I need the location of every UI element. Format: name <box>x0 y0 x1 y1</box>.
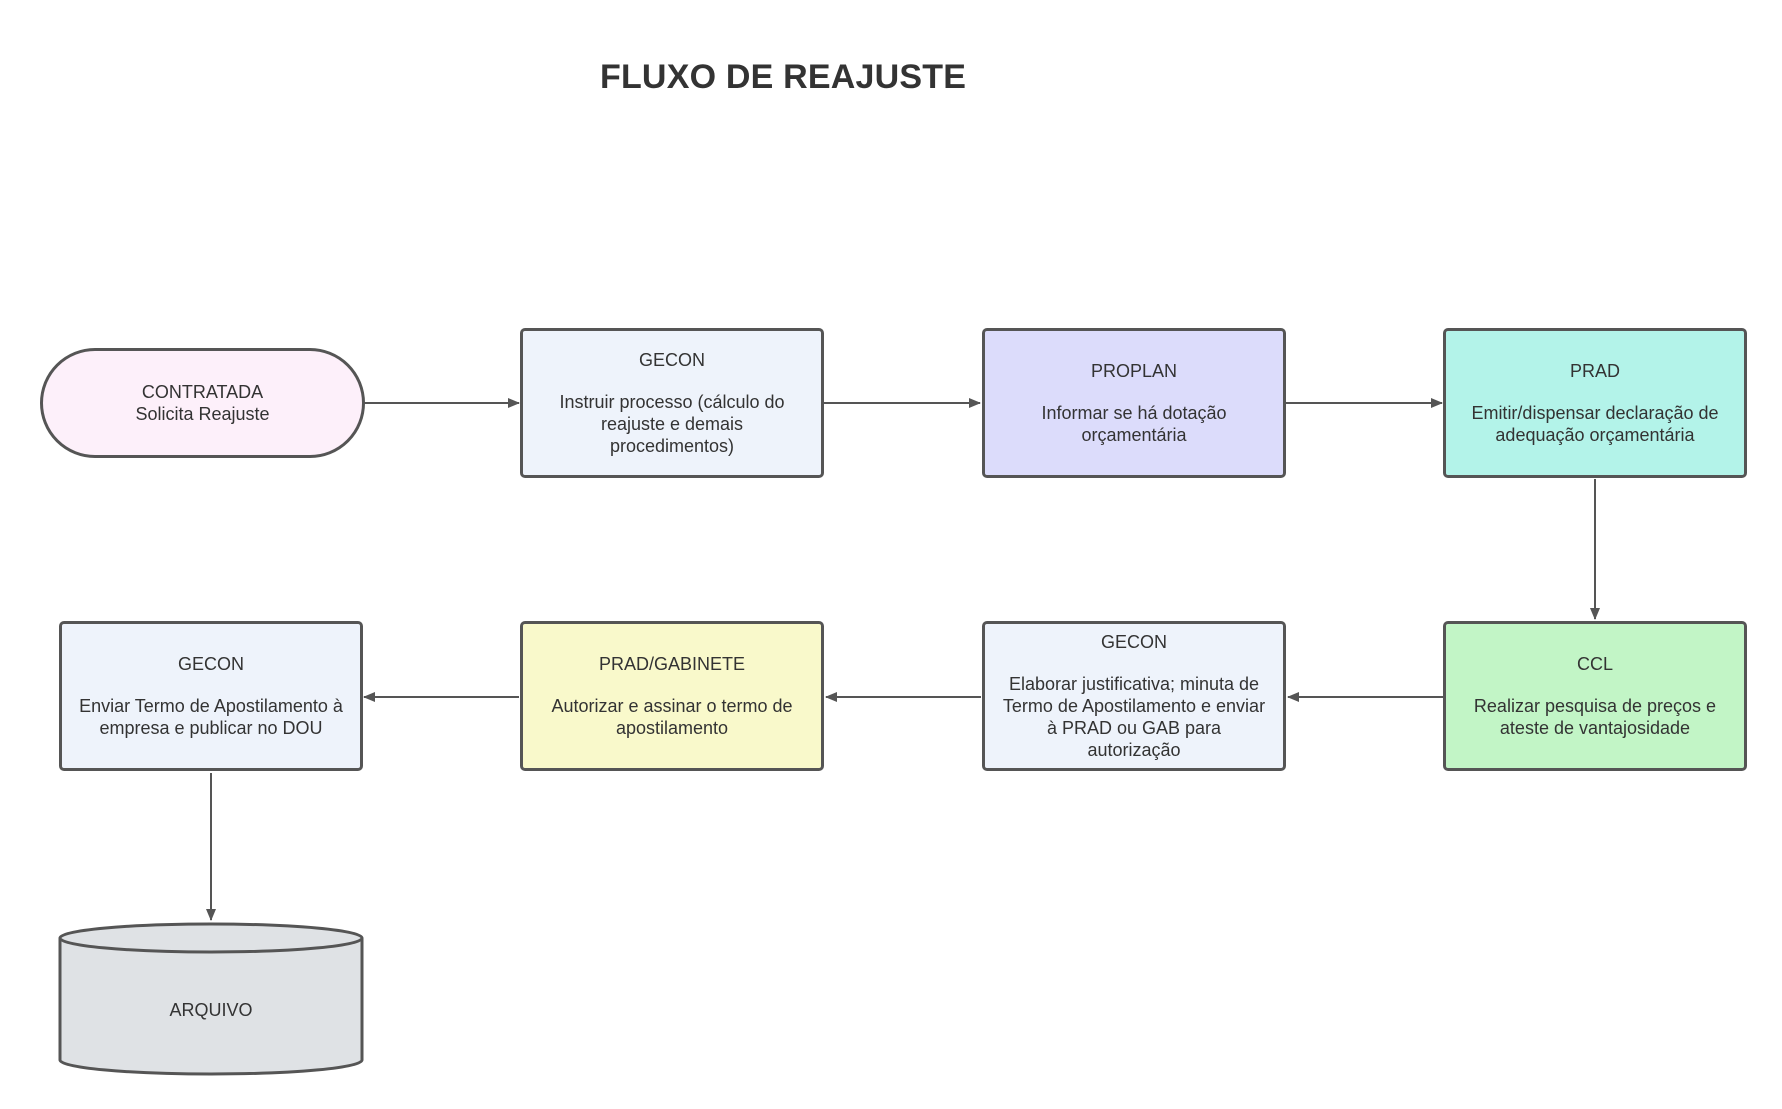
node-prad-head: PRAD <box>1569 361 1620 381</box>
node-gecon-elaborar-head: GECON <box>1100 632 1167 652</box>
node-proplan-body: Informar se há dotação orçamentária <box>1041 403 1227 445</box>
node-prad-body: Emitir/dispensar declaração de adequação… <box>1471 403 1719 445</box>
node-prad-gabinete-body: Autorizar e assinar o termo de apostilam… <box>551 696 793 738</box>
node-ccl-body: Realizar pesquisa de preços e ateste de … <box>1473 696 1717 738</box>
archive-label: ARQUIVO <box>169 1000 253 1020</box>
node-prad-gabinete: PRAD/GABINETE Autorizar e assinar o term… <box>520 621 824 771</box>
node-gecon-instruir: GECON Instruir processo (cálculo do reaj… <box>520 328 824 478</box>
diagram-title: FLUXO DE REAJUSTE <box>600 58 967 96</box>
node-gecon-enviar: GECON Enviar Termo de Apostilamento à em… <box>59 621 363 771</box>
node-gecon-enviar-head: GECON <box>177 654 244 674</box>
node-proplan: PROPLAN Informar se há dotação orçamentá… <box>982 328 1286 478</box>
node-prad: PRAD Emitir/dispensar declaração de adeq… <box>1443 328 1747 478</box>
node-contratada-body: Solicita Reajuste <box>135 404 270 424</box>
node-gecon-elaborar-body: Elaborar justificativa; minuta de Termo … <box>1002 674 1266 760</box>
node-ccl-head: CCL <box>1576 654 1613 674</box>
node-gecon-elaborar: GECON Elaborar justificativa; minuta de … <box>982 621 1286 771</box>
node-gecon-enviar-body: Enviar Termo de Apostilamento à empresa … <box>79 696 343 738</box>
node-proplan-head: PROPLAN <box>1090 361 1178 381</box>
node-gecon-instruir-body: Instruir processo (cálculo do reajuste e… <box>559 392 785 456</box>
node-contratada-head: CONTRATADA <box>141 382 264 402</box>
node-contratada: CONTRATADA Solicita Reajuste <box>40 348 365 458</box>
archive-cylinder <box>58 922 364 1076</box>
node-prad-gabinete-head: PRAD/GABINETE <box>598 654 746 674</box>
node-ccl: CCL Realizar pesquisa de preços e ateste… <box>1443 621 1747 771</box>
node-gecon-instruir-head: GECON <box>638 350 705 370</box>
